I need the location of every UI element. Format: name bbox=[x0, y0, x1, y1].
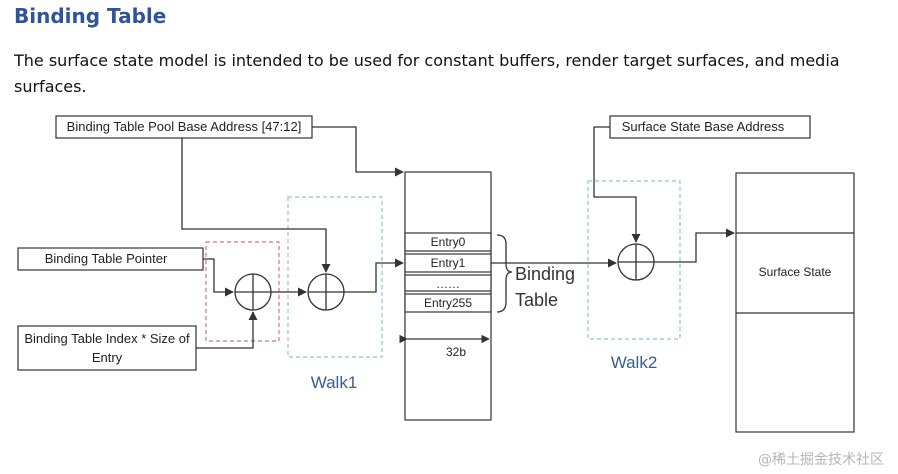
table-entry-ellipsis-label: …… bbox=[436, 277, 460, 291]
surface-state-base-box: Surface State Base Address bbox=[609, 115, 811, 139]
walk2-label: Walk2 bbox=[611, 353, 658, 372]
table-entry-255-label: Entry255 bbox=[424, 296, 472, 310]
binding-table-index-label-line1: Binding Table Index * Size of bbox=[24, 331, 190, 346]
adder-2-icon bbox=[307, 273, 345, 311]
wire-pool-to-table bbox=[312, 126, 404, 177]
binding-table-index-box: Binding Table Index * Size of Entry bbox=[17, 325, 197, 371]
binding-table-index-label-line2: Entry bbox=[92, 350, 123, 365]
section-title: Binding Table bbox=[14, 4, 167, 28]
adder-1-icon bbox=[234, 273, 272, 311]
pool-base-address-box: Binding Table Pool Base Address [47:12] bbox=[55, 115, 313, 139]
table-entry-0-label: Entry0 bbox=[431, 235, 466, 249]
wire-surface-base-to-adder-3 bbox=[593, 126, 641, 243]
width-label: 32b bbox=[446, 345, 466, 359]
table-entry-0 bbox=[404, 232, 492, 252]
binding-table-pointer-box: Binding Table Pointer bbox=[17, 247, 204, 271]
surface-state-block bbox=[735, 172, 855, 433]
table-entry-ellipsis bbox=[404, 274, 492, 292]
binding-table-label-line1: Binding bbox=[515, 264, 575, 284]
wire-adder-3-to-surface-state bbox=[654, 228, 735, 263]
surface-state-base-label: Surface State Base Address bbox=[622, 119, 785, 134]
walk1-region bbox=[287, 196, 383, 358]
watermark: @稀土掘金技术社区 bbox=[758, 452, 884, 468]
surface-state-label: Surface State bbox=[759, 265, 832, 279]
binding-table-entries: Entry0 Entry1 …… Entry255 bbox=[404, 232, 492, 313]
binding-table-brace bbox=[496, 234, 513, 313]
binding-table-label-line2: Table bbox=[515, 290, 558, 310]
adder-3-icon bbox=[617, 243, 655, 281]
table-entry-255 bbox=[404, 293, 492, 313]
pool-base-address-label: Binding Table Pool Base Address [47:12] bbox=[67, 119, 302, 134]
walk2-region bbox=[587, 180, 681, 340]
wire-pointer-to-adder-1 bbox=[203, 258, 234, 297]
wire-pool-to-adder-2 bbox=[181, 138, 331, 273]
wire-adder-2-to-entry bbox=[344, 258, 404, 293]
binding-table-pointer-label: Binding Table Pointer bbox=[45, 251, 168, 266]
wire-index-to-adder-1 bbox=[196, 311, 258, 349]
table-entry-1-label: Entry1 bbox=[431, 256, 466, 270]
intro-paragraph: The surface state model is intended to b… bbox=[14, 51, 840, 96]
walk1-label: Walk1 bbox=[311, 373, 358, 392]
